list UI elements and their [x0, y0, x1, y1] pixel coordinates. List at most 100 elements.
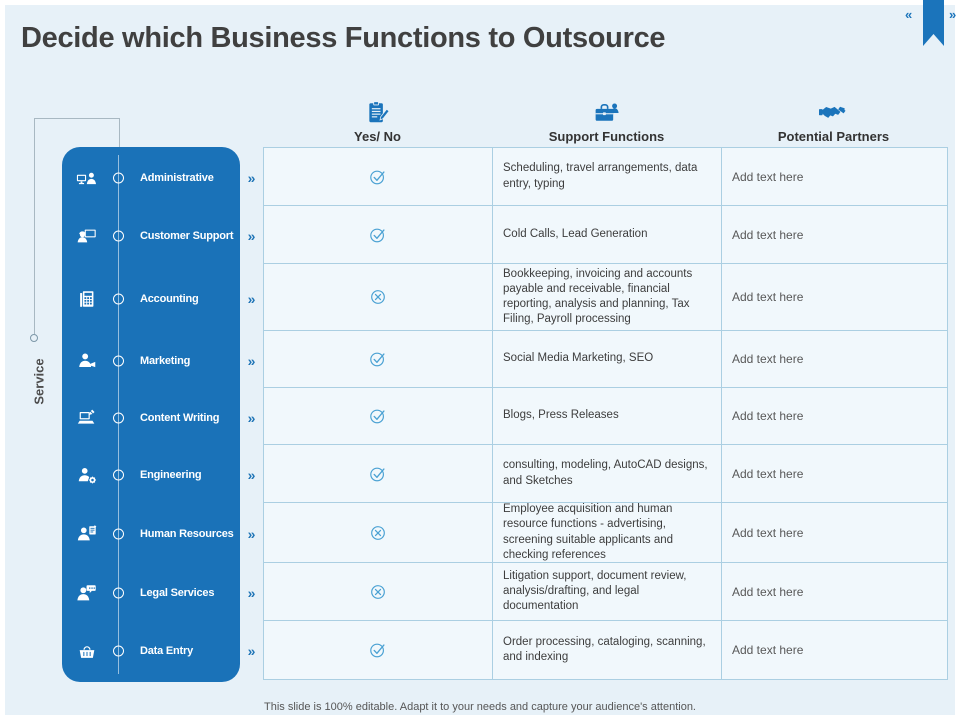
column-header-potential-partners: Potential Partners: [721, 92, 946, 144]
service-panel: Administrative Customer Support: [62, 147, 240, 682]
timeline-node: [112, 355, 124, 366]
sidebar-item-label: Data Entry: [140, 645, 194, 657]
nav-prev-chevron[interactable]: «: [905, 7, 913, 22]
column-header-support-functions: Support Functions: [492, 92, 721, 144]
sidebar-item-data-entry: Data Entry: [62, 622, 240, 680]
service-axis-label: Service: [31, 358, 47, 405]
content-writing-icon: [77, 409, 95, 424]
support-functions-cell: Scheduling, travel arrangements, data en…: [493, 148, 722, 206]
add-text-placeholder[interactable]: Add text here: [732, 643, 804, 657]
yes-no-cell: [264, 563, 493, 621]
add-text-placeholder[interactable]: Add text here: [732, 409, 804, 423]
yes-no-cell: [264, 503, 493, 563]
row-chevron: »: [247, 467, 256, 483]
connector-line-vertical: [34, 118, 35, 334]
timeline-node: [112, 645, 124, 657]
column-header-label: Potential Partners: [777, 129, 890, 144]
check-icon: [370, 169, 385, 184]
clipboard-pencil-icon: [368, 101, 390, 123]
accounting-icon: [80, 290, 94, 307]
potential-partners-cell[interactable]: Add text here: [722, 148, 947, 206]
check-icon: [370, 466, 385, 481]
timeline-node: [112, 412, 124, 423]
sidebar-item-engineering: Engineering: [62, 446, 240, 504]
customer-support-icon: [77, 229, 96, 243]
add-text-placeholder[interactable]: Add text here: [732, 352, 804, 366]
add-text-placeholder[interactable]: Add text here: [732, 466, 804, 481]
add-text-placeholder[interactable]: Add text here: [732, 290, 804, 304]
support-functions-text: Order processing, cataloging, scanning, …: [503, 635, 706, 663]
support-functions-cell: Cold Calls, Lead Generation: [493, 206, 722, 264]
support-functions-cell: Social Media Marketing, SEO: [493, 331, 722, 388]
timeline-node: [112, 587, 124, 599]
connector-dot: [30, 334, 38, 342]
footer-note: This slide is 100% editable. Adapt it to…: [264, 701, 696, 713]
row-chevron: »: [247, 352, 256, 369]
check-icon: [370, 352, 385, 367]
add-text-placeholder[interactable]: Add text here: [732, 227, 804, 242]
support-functions-text: Blogs, Press Releases: [503, 409, 619, 422]
column-header-label: Yes/ No: [354, 129, 401, 144]
sidebar-item-administrative: Administrative: [62, 149, 240, 207]
support-functions-text: Cold Calls, Lead Generation: [503, 227, 648, 240]
potential-partners-cell[interactable]: Add text here: [722, 264, 947, 331]
row-chevron: »: [247, 585, 256, 601]
add-text-placeholder[interactable]: Add text here: [732, 584, 804, 599]
cross-icon: [371, 584, 385, 599]
column-header-yes-no: Yes/ No: [263, 92, 492, 144]
sidebar-item-label: Accounting: [140, 292, 199, 305]
timeline-node: [112, 469, 124, 481]
check-icon: [370, 643, 385, 658]
potential-partners-cell[interactable]: Add text here: [722, 563, 947, 621]
row-chevron: »: [247, 290, 256, 307]
timeline-node: [112, 230, 124, 242]
potential-partners-cell[interactable]: Add text here: [722, 445, 947, 503]
support-functions-cell: Blogs, Press Releases: [493, 388, 722, 445]
potential-partners-cell[interactable]: Add text here: [722, 388, 947, 445]
potential-partners-cell[interactable]: Add text here: [722, 206, 947, 264]
potential-partners-cell[interactable]: Add text here: [722, 503, 947, 563]
sidebar-item-label: Customer Support: [140, 230, 234, 242]
support-functions-text: Employee acquisition and human resource …: [503, 503, 674, 561]
support-functions-cell: Order processing, cataloging, scanning, …: [493, 621, 722, 679]
support-functions-cell: consulting, modeling, AutoCAD designs, a…: [493, 445, 722, 503]
row-chevron: »: [247, 643, 256, 659]
nav-next-chevron[interactable]: »: [949, 7, 957, 22]
potential-partners-cell[interactable]: Add text here: [722, 621, 947, 679]
support-functions-text: Social Media Marketing, SEO: [503, 352, 654, 365]
outsource-table: Scheduling, travel arrangements, data en…: [263, 147, 948, 680]
engineering-icon: [78, 468, 97, 484]
timeline-node: [112, 172, 124, 184]
cross-icon: [371, 525, 385, 540]
sidebar-item-accounting: Accounting: [62, 265, 240, 332]
add-text-placeholder[interactable]: Add text here: [732, 169, 804, 184]
timeline-node: [112, 528, 124, 540]
row-chevron: »: [247, 228, 256, 244]
potential-partners-cell[interactable]: Add text here: [722, 331, 947, 388]
support-functions-cell: Employee acquisition and human resource …: [493, 503, 722, 563]
support-functions-text: Bookkeeping, invoicing and accounts paya…: [503, 267, 693, 326]
row-chevron-column: » » » » » » » » »: [240, 147, 263, 682]
support-functions-cell: Bookkeeping, invoicing and accounts paya…: [493, 264, 722, 331]
row-chevron: »: [247, 170, 256, 186]
add-text-placeholder[interactable]: Add text here: [732, 525, 804, 540]
yes-no-cell: [264, 331, 493, 388]
yes-no-cell: [264, 445, 493, 503]
yes-no-cell: [264, 388, 493, 445]
human-resources-icon: [77, 525, 97, 541]
yes-no-cell: [264, 206, 493, 264]
slide-title: Decide which Business Functions to Outso…: [21, 22, 666, 54]
support-functions-cell: Litigation support, document review, ana…: [493, 563, 722, 621]
sidebar-item-label: Content Writing: [140, 411, 220, 424]
sidebar-item-marketing: Marketing: [62, 332, 240, 389]
sidebar-item-label: Legal Services: [140, 587, 215, 599]
sidebar-item-label: Engineering: [140, 469, 202, 481]
support-functions-text: consulting, modeling, AutoCAD designs, a…: [503, 459, 708, 487]
marketing-icon: [79, 352, 96, 367]
sidebar-item-content-writing: Content Writing: [62, 389, 240, 446]
cross-icon: [371, 290, 385, 304]
connector-line-drop: [119, 118, 120, 148]
check-icon: [370, 227, 385, 242]
sidebar-item-label: Administrative: [140, 172, 214, 184]
